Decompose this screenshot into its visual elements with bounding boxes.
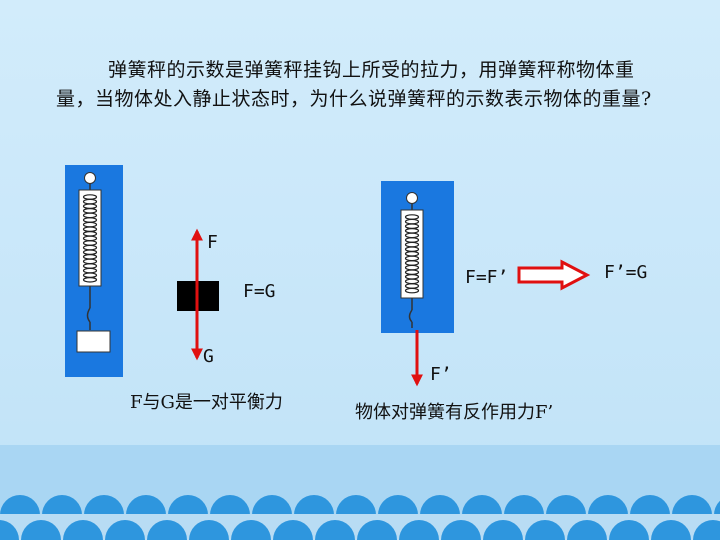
- left-spring-coil: [82, 194, 98, 283]
- wave-scallop: [546, 495, 586, 515]
- wave-scallop: [693, 520, 720, 540]
- wave-scallop: [420, 495, 460, 515]
- wave-scallop: [0, 520, 19, 540]
- wave-decoration: [0, 495, 720, 540]
- left-spring-scale: [65, 165, 123, 377]
- wave-scallop: [126, 495, 166, 515]
- equation-f-equals-g: F=G: [243, 281, 276, 302]
- wave-scallop: [357, 520, 397, 540]
- right-scale-ring: [406, 192, 418, 204]
- wave-scallop: [315, 520, 355, 540]
- wave-scallop: [210, 495, 250, 515]
- wave-scallop: [441, 520, 481, 540]
- wave-scallop: [567, 520, 607, 540]
- left-hanging-weight: [76, 330, 111, 353]
- question-text: 弹簧秤的示数是弹簧秤挂钩上所受的拉力，用弹簧秤称物体重量，当物体处入静止状态时，…: [56, 59, 652, 110]
- label-f: F: [207, 232, 218, 253]
- wave-scallop: [399, 520, 439, 540]
- equation-f-equals-f-prime: F=F’: [465, 267, 509, 288]
- label-f-prime: F’: [430, 364, 452, 385]
- wave-scallop: [462, 495, 502, 515]
- wave-scallop: [168, 495, 208, 515]
- wave-scallop: [105, 520, 145, 540]
- wave-scallop: [273, 520, 313, 540]
- wave-scallop: [294, 495, 334, 515]
- wave-scallop: [609, 520, 649, 540]
- wave-scallop: [504, 495, 544, 515]
- wave-scallop: [714, 500, 720, 515]
- wave-scallop: [630, 495, 670, 515]
- wave-scallop: [651, 520, 691, 540]
- caption-reaction-force: 物体对弹簧有反作用力F’: [355, 402, 554, 423]
- caption-balanced-forces: F与G是一对平衡力: [130, 392, 283, 413]
- wave-scallop: [252, 495, 292, 515]
- label-g: G: [203, 346, 214, 367]
- right-spring-coil: [404, 214, 420, 294]
- wave-scallop: [525, 520, 565, 540]
- wave-scallop: [189, 520, 229, 540]
- wave-scallop: [84, 495, 124, 515]
- right-scale-hook: [408, 309, 413, 328]
- right-spring-scale: [381, 181, 454, 387]
- force-diagram-left: [177, 228, 219, 361]
- wave-scallop: [0, 495, 40, 515]
- wave-scallop: [483, 520, 523, 540]
- wave-scallop: [336, 495, 376, 515]
- wave-scallop: [147, 520, 187, 540]
- implies-arrow: [517, 259, 591, 291]
- left-scale-hook: [86, 307, 91, 330]
- equation-f-prime-equals-g: F’=G: [604, 262, 648, 283]
- wave-scallop: [63, 520, 103, 540]
- wave-scallop: [21, 520, 61, 540]
- question-paragraph: 弹簧秤的示数是弹簧秤挂钩上所受的拉力，用弹簧秤称物体重量，当物体处入静止状态时，…: [56, 56, 656, 114]
- wave-scallop: [231, 520, 271, 540]
- wave-scallop: [672, 495, 712, 515]
- wave-scallop: [588, 495, 628, 515]
- left-scale-ring: [84, 172, 96, 184]
- wave-scallop: [378, 495, 418, 515]
- wave-scallop: [42, 495, 82, 515]
